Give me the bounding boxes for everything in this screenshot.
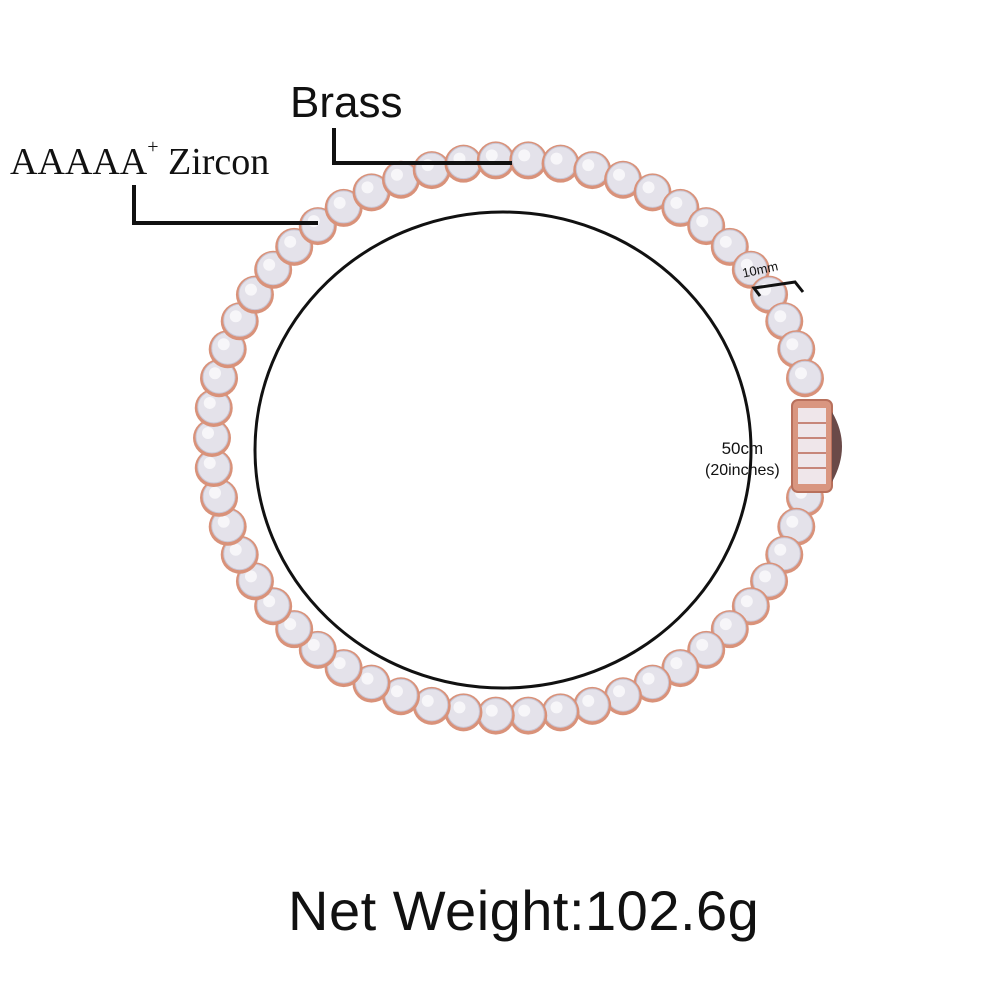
zircon-text: Zircon [158, 141, 270, 183]
length-inches: (20inches) [705, 462, 780, 479]
width-bracket [751, 280, 805, 297]
clasp [791, 399, 842, 493]
brass-leader-line [332, 128, 512, 165]
length-circle [253, 210, 753, 690]
zircon-grade: AAAAA [10, 141, 148, 183]
length-cm: 50cm [721, 439, 764, 458]
zircon-leader-line [132, 185, 318, 225]
zircon-plus: + [147, 136, 159, 158]
brass-label: Brass [290, 78, 403, 127]
net-weight-label: Net Weight:102.6g [288, 879, 760, 942]
necklace-stones [193, 141, 824, 735]
length-label: 50cm (20inches) [705, 438, 780, 482]
zircon-label: AAAAA+ Zircon [10, 136, 270, 184]
